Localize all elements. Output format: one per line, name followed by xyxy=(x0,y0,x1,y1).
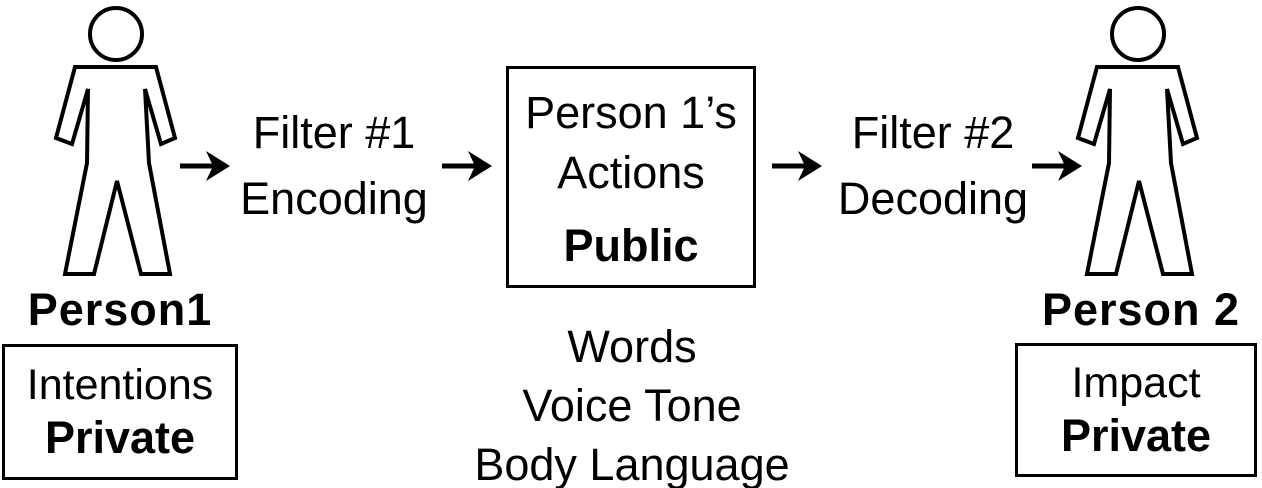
actions-box-line1: Person 1’s xyxy=(525,87,737,138)
actions-box-line2: Actions xyxy=(557,147,705,198)
impact-label: Impact xyxy=(1071,359,1201,407)
arrow-right-icon xyxy=(1032,151,1082,181)
arrow-right-icon xyxy=(442,151,492,181)
channel-words: Words xyxy=(567,321,697,372)
filter2-line2: Decoding xyxy=(837,173,1029,224)
person-figure-icon xyxy=(53,6,178,276)
filter1-line1: Filter #1 xyxy=(252,107,416,158)
filter1-label: Filter #1 Encoding xyxy=(228,100,440,232)
channel-voice-tone: Voice Tone xyxy=(522,380,742,431)
actions-public-box: Person 1’s Actions Public xyxy=(506,66,756,288)
private-label-right: Private xyxy=(1060,410,1212,461)
filter1-line2: Encoding xyxy=(240,173,428,224)
filter2-line1: Filter #2 xyxy=(851,107,1015,158)
person1-intentions-box: Intentions Private xyxy=(2,344,238,480)
arrow-right-icon xyxy=(180,151,230,181)
intentions-label: Intentions xyxy=(26,361,214,409)
private-label-left: Private xyxy=(44,412,196,463)
person1-label: Person1 xyxy=(27,284,213,335)
channels-list: Words Voice Tone Body Language xyxy=(420,317,844,488)
person2-impact-box: Impact Private xyxy=(1015,343,1257,477)
arrow-right-icon xyxy=(772,151,822,181)
channel-body-language: Body Language xyxy=(474,439,790,488)
person2-label: Person 2 xyxy=(1041,284,1241,335)
public-label: Public xyxy=(563,220,699,271)
filter2-label: Filter #2 Decoding xyxy=(828,100,1038,232)
person-figure-icon xyxy=(1075,6,1200,276)
